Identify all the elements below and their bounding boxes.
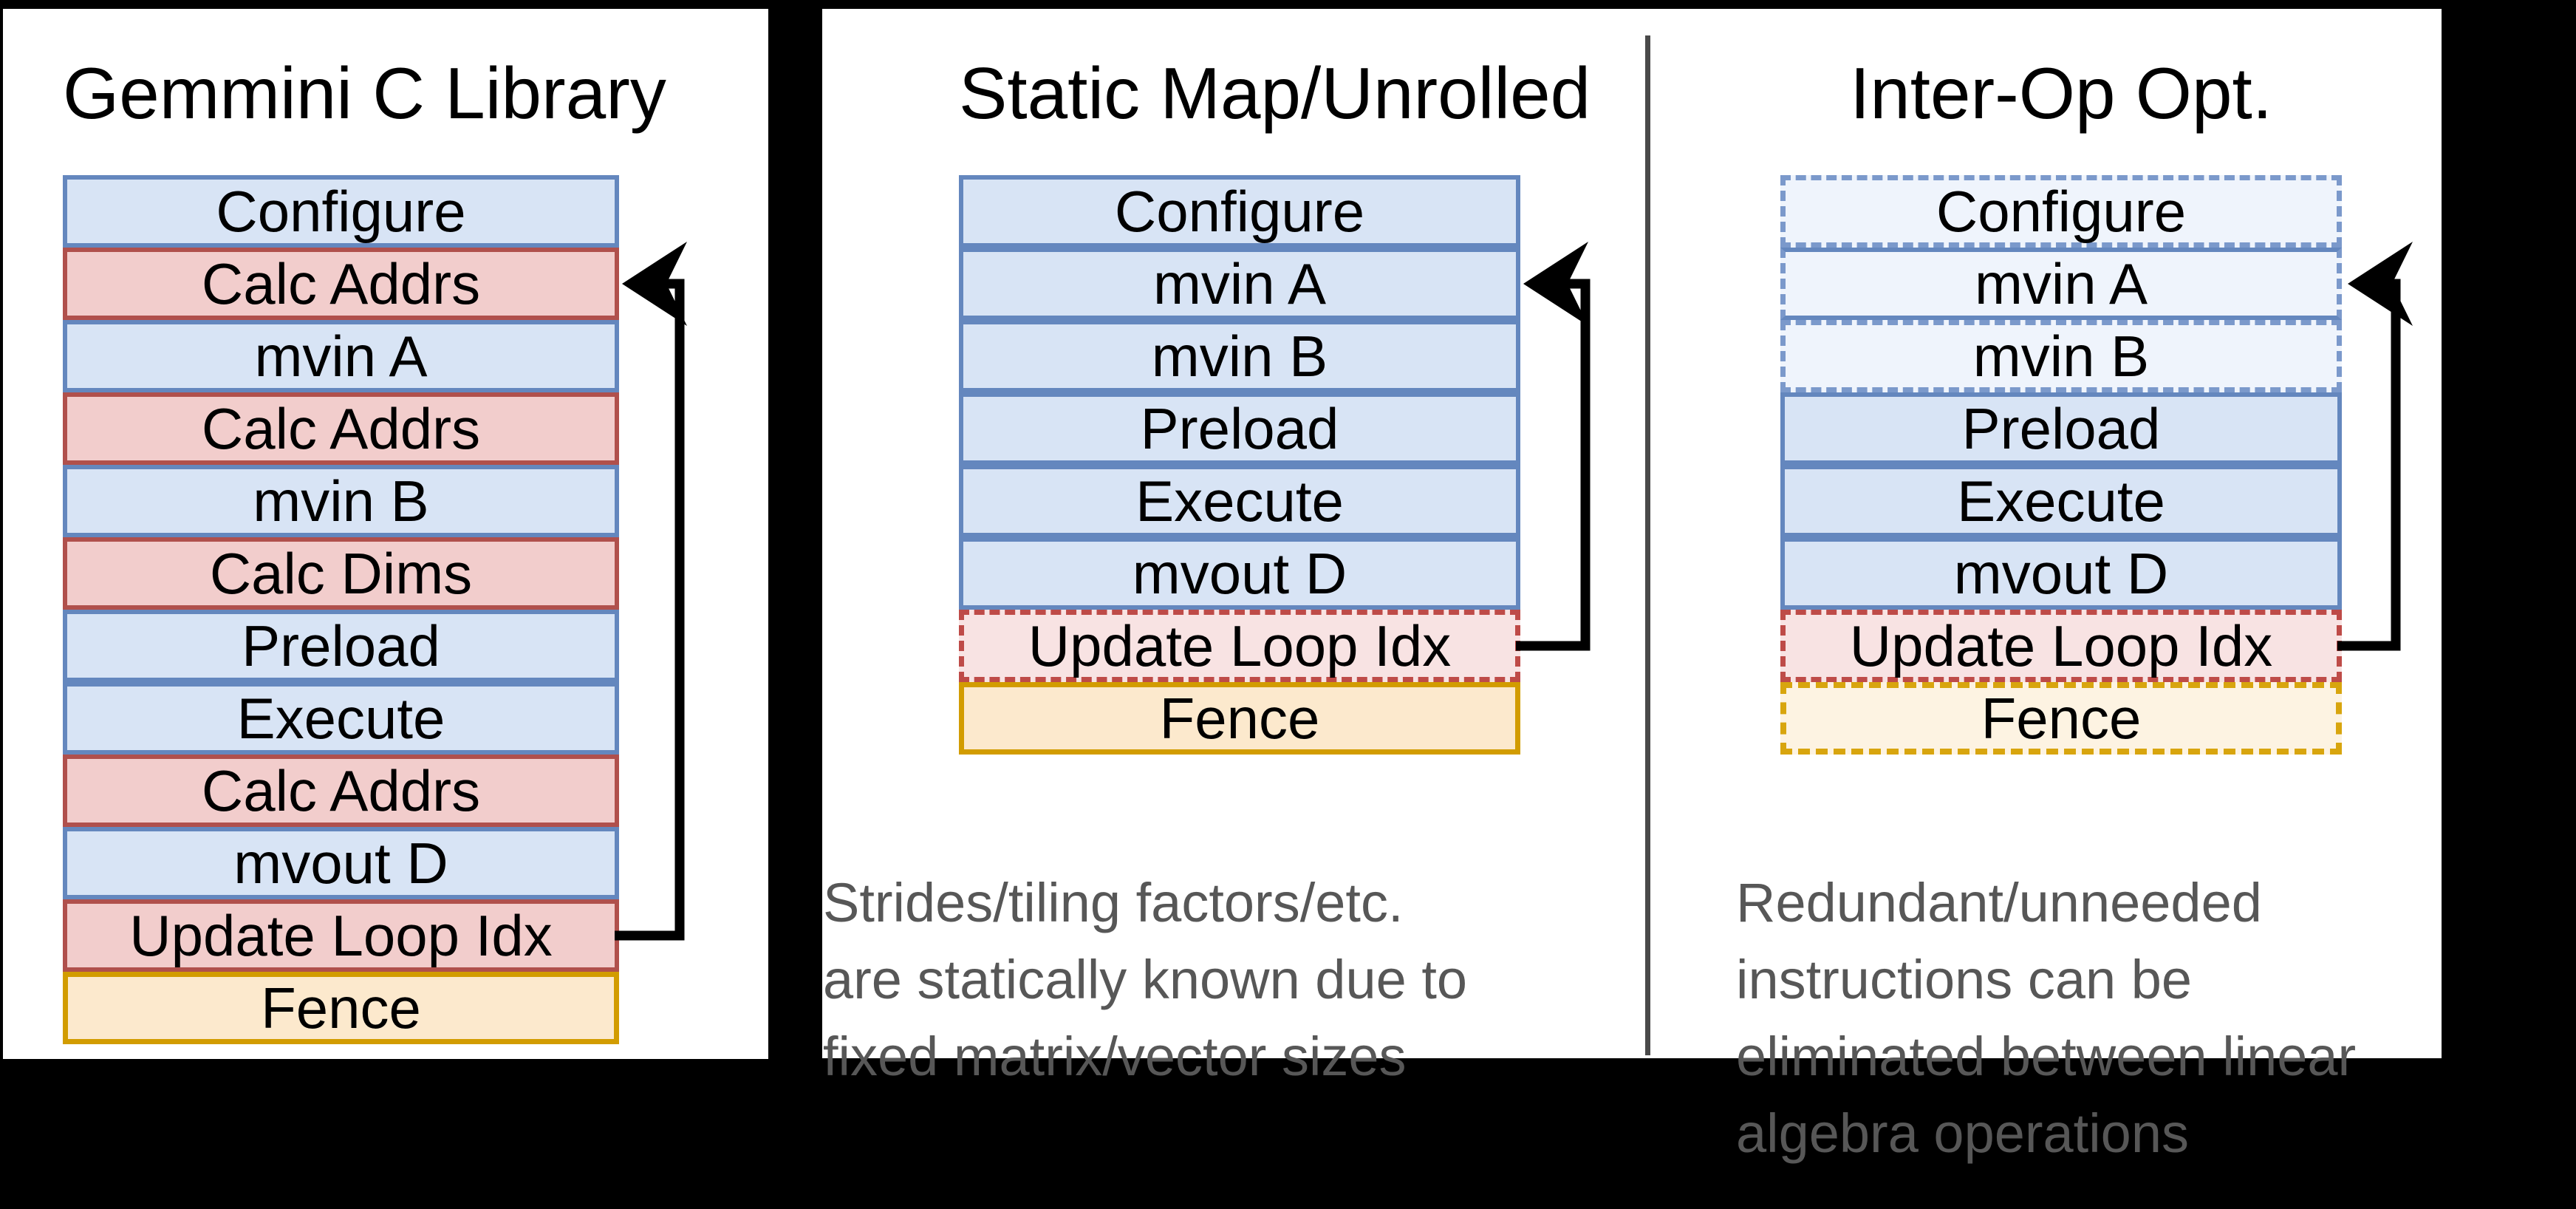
instruction-box-update-loop-idx: Update Loop Idx xyxy=(63,899,619,972)
instruction-box-mvin-a: mvin A xyxy=(63,320,619,392)
instruction-box-label: Execute xyxy=(1957,469,2165,534)
instruction-box-label: Execute xyxy=(1135,469,1344,534)
caption-inter-op: Redundant/unneeded instructions can be eli… xyxy=(1736,865,2356,1172)
instruction-box-label: Calc Dims xyxy=(209,541,473,606)
instruction-box-label: mvout D xyxy=(1953,541,2169,606)
caption-line: fixed matrix/vector sizes xyxy=(823,1026,1407,1087)
instruction-box-label: Configure xyxy=(1936,179,2187,244)
instruction-box-calc-addrs: Calc Addrs xyxy=(63,392,619,465)
caption-line: Strides/tiling factors/etc. xyxy=(823,872,1404,933)
instruction-box-label: Calc Addrs xyxy=(201,251,481,316)
instruction-box-label: mvin B xyxy=(253,469,429,534)
instruction-box-calc-dims: Calc Dims xyxy=(63,537,619,610)
column-title-gemmini-c-library: Gemmini C Library xyxy=(63,52,666,134)
instruction-box-label: Configure xyxy=(1114,179,1365,244)
instruction-box-label: mvin A xyxy=(254,324,428,389)
instruction-box-update-loop-idx: Update Loop Idx xyxy=(959,610,1520,682)
instruction-box-label: mvout D xyxy=(233,831,448,896)
instruction-box-configure: Configure xyxy=(1780,175,2342,248)
instruction-box-mvin-b: mvin B xyxy=(1780,320,2342,392)
caption-line: are statically known due to xyxy=(823,949,1468,1010)
instruction-box-label: Fence xyxy=(1981,686,2142,751)
instruction-box-label: mvin B xyxy=(1972,324,2150,389)
instruction-box-preload: Preload xyxy=(1780,392,2342,465)
caption-static-map: Strides/tiling factors/etc. are staticall… xyxy=(823,865,1467,1095)
instruction-box-label: mvout D xyxy=(1132,541,1347,606)
instruction-box-label: Fence xyxy=(1159,686,1320,751)
caption-line: instructions can be xyxy=(1736,949,2193,1010)
instruction-box-label: Update Loop Idx xyxy=(1849,613,2273,678)
instruction-box-fence: Fence xyxy=(63,972,619,1044)
instruction-box-label: Calc Addrs xyxy=(201,758,481,823)
caption-line: eliminated between linear xyxy=(1736,1026,2357,1087)
instruction-box-mvout-d: mvout D xyxy=(959,537,1520,610)
instruction-box-fence: Fence xyxy=(1780,682,2342,755)
instruction-box-label: Update Loop Idx xyxy=(1028,613,1452,678)
instruction-box-label: Preload xyxy=(1961,396,2161,461)
instruction-box-label: Execute xyxy=(236,686,445,751)
instruction-box-configure: Configure xyxy=(959,175,1520,248)
instruction-box-label: Calc Addrs xyxy=(201,396,481,461)
instruction-box-fence: Fence xyxy=(959,682,1520,755)
instruction-box-mvin-a: mvin A xyxy=(1780,248,2342,320)
instruction-box-label: mvin A xyxy=(1152,251,1327,316)
instruction-box-mvin-b: mvin B xyxy=(959,320,1520,392)
instruction-box-label: Preload xyxy=(242,613,440,678)
column-title-static-map-unrolled: Static Map/Unrolled xyxy=(959,52,1591,134)
instruction-box-label: Preload xyxy=(1140,396,1339,461)
instruction-box-preload: Preload xyxy=(63,610,619,682)
instruction-box-mvout-d: mvout D xyxy=(1780,537,2342,610)
instruction-box-preload: Preload xyxy=(959,392,1520,465)
instruction-box-label: Fence xyxy=(261,975,421,1041)
instruction-box-label: Configure xyxy=(216,179,466,244)
instruction-box-calc-addrs: Calc Addrs xyxy=(63,755,619,827)
instruction-box-label: Update Loop Idx xyxy=(129,903,553,968)
instruction-box-mvout-d: mvout D xyxy=(63,827,619,899)
instruction-box-calc-addrs: Calc Addrs xyxy=(63,248,619,320)
instruction-box-mvin-b: mvin B xyxy=(63,465,619,537)
panel-divider xyxy=(1645,35,1650,1055)
column-title-inter-op-opt: Inter-Op Opt. xyxy=(1850,52,2272,134)
instruction-box-mvin-a: mvin A xyxy=(959,248,1520,320)
instruction-box-update-loop-idx: Update Loop Idx xyxy=(1780,610,2342,682)
instruction-box-execute: Execute xyxy=(63,682,619,755)
caption-line: algebra operations xyxy=(1736,1103,2189,1164)
instruction-box-label: mvin B xyxy=(1151,324,1328,389)
instruction-box-execute: Execute xyxy=(1780,465,2342,537)
instruction-box-execute: Execute xyxy=(959,465,1520,537)
instruction-box-configure: Configure xyxy=(63,175,619,248)
caption-line: Redundant/unneeded xyxy=(1736,872,2262,933)
instruction-box-label: mvin A xyxy=(1974,251,2148,316)
